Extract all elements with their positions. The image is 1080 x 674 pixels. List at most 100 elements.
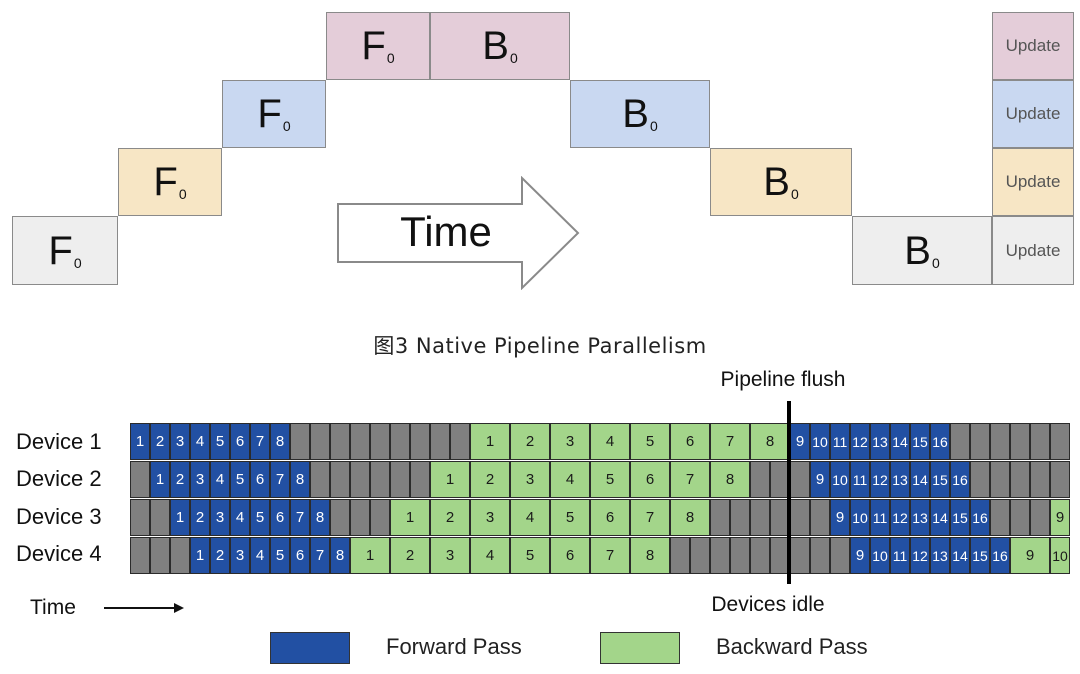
devices-idle-label: Devices idle <box>711 593 825 616</box>
backward-cell: 8 <box>710 461 750 498</box>
backward-cell: 3 <box>510 461 550 498</box>
micro-batch-index: 0 <box>73 254 82 271</box>
forward-cell: 5 <box>250 499 270 536</box>
micro-batch-number: 3 <box>215 509 225 526</box>
forward-cell: 5 <box>270 537 290 574</box>
forward-cell: 11 <box>890 537 910 574</box>
forward-cell: 8 <box>310 499 330 536</box>
idle-cell <box>710 499 730 536</box>
micro-batch-number: 8 <box>295 471 305 488</box>
forward-cell: 10 <box>870 537 890 574</box>
backward-cell: 7 <box>670 461 710 498</box>
idle-cell <box>950 423 970 460</box>
backward-cell: 5 <box>550 499 590 536</box>
backward-cell: 1 <box>470 423 510 460</box>
forward-cell: 13 <box>910 499 930 536</box>
micro-batch-number: 16 <box>992 547 1008 564</box>
update-block-device-3: Update <box>992 80 1074 148</box>
micro-batch-number: 12 <box>892 509 908 526</box>
micro-batch-number: 2 <box>405 547 415 564</box>
update-label: Update <box>1005 104 1061 123</box>
micro-batch-number: 2 <box>175 471 185 488</box>
micro-batch-number: 13 <box>912 509 928 526</box>
forward-cell: 2 <box>150 423 170 460</box>
backward-cell: 1 <box>350 537 390 574</box>
micro-batch-number: 14 <box>912 471 928 488</box>
backward-cell: 3 <box>470 499 510 536</box>
forward-cell: 9 <box>790 423 810 460</box>
micro-batch-number: 16 <box>952 471 968 488</box>
micro-batch-number: 5 <box>565 509 575 526</box>
micro-batch-number: 5 <box>275 547 285 564</box>
idle-cell <box>370 461 390 498</box>
time-axis-label: Time <box>30 596 76 619</box>
micro-batch-number: 6 <box>685 433 695 450</box>
forward-cell: 10 <box>810 423 830 460</box>
forward-block-device-1: F0 <box>12 216 118 285</box>
update-block-device-2: Update <box>992 148 1074 216</box>
forward-cell: 5 <box>230 461 250 498</box>
micro-batch-number: 4 <box>195 433 205 450</box>
idle-cell <box>790 461 810 498</box>
forward-cell: 8 <box>330 537 350 574</box>
micro-batch-number: 15 <box>952 509 968 526</box>
idle-cell <box>310 423 330 460</box>
backward-cell: 6 <box>630 461 670 498</box>
micro-batch-number: 5 <box>525 547 535 564</box>
figure-caption: 图3 Native Pipeline Parallelism <box>373 334 707 358</box>
backward-cell: 7 <box>710 423 750 460</box>
micro-batch-number: 5 <box>645 433 655 450</box>
micro-batch-number: 8 <box>275 433 285 450</box>
forward-cell: 16 <box>990 537 1010 574</box>
backward-block-device-2: B0 <box>710 148 852 216</box>
naive-pipeline-diagram: F0 F0 F0 F0 B0 B0 B0 B0 Update Update Up… <box>0 0 1080 300</box>
idle-cell <box>830 537 850 574</box>
forward-cell: 11 <box>870 499 890 536</box>
forward-cell: 6 <box>250 461 270 498</box>
forward-cell: 6 <box>290 537 310 574</box>
backward-letter: B <box>622 92 649 136</box>
pipeline-flush-line <box>787 401 791 584</box>
idle-cell <box>1010 461 1030 498</box>
legend-label-forward: Forward Pass <box>386 634 522 659</box>
forward-cell: 14 <box>930 499 950 536</box>
idle-cell <box>410 423 430 460</box>
backward-cell: 2 <box>390 537 430 574</box>
backward-cell: 4 <box>470 537 510 574</box>
idle-cell <box>290 423 310 460</box>
device-label-3: Device 3 <box>16 504 102 529</box>
time-axis-arrow-icon <box>104 603 184 613</box>
forward-cell: 9 <box>810 461 830 498</box>
forward-cell: 15 <box>950 499 970 536</box>
forward-cell: 3 <box>230 537 250 574</box>
idle-cell <box>390 423 410 460</box>
micro-batch-number: 10 <box>1052 547 1068 564</box>
forward-cell: 10 <box>850 499 870 536</box>
forward-cell: 12 <box>870 461 890 498</box>
micro-batch-number: 7 <box>725 433 735 450</box>
backward-block-device-3: B0 <box>570 80 710 148</box>
micro-batch-number: 12 <box>852 433 868 450</box>
micro-batch-number: 2 <box>215 547 225 564</box>
idle-cell <box>1030 461 1050 498</box>
idle-cell <box>750 537 770 574</box>
idle-cell <box>810 537 830 574</box>
micro-batch-number: 2 <box>485 471 495 488</box>
idle-cell <box>1050 423 1070 460</box>
micro-batch-number: 4 <box>255 547 265 564</box>
backward-letter: B <box>904 228 931 273</box>
idle-cell <box>450 423 470 460</box>
micro-batch-number: 13 <box>932 547 948 564</box>
micro-batch-number: 7 <box>255 433 265 450</box>
micro-batch-number: 16 <box>932 433 948 450</box>
micro-batch-index: 0 <box>931 254 940 271</box>
backward-cell: 7 <box>590 537 630 574</box>
idle-cell <box>670 537 690 574</box>
micro-batch-number: 6 <box>645 471 655 488</box>
pipeline-flush-label: Pipeline flush <box>720 368 846 391</box>
micro-batch-number: 7 <box>275 471 285 488</box>
micro-batch-number: 9 <box>1025 547 1035 564</box>
forward-block-device-4: F0 <box>326 12 430 80</box>
backward-block-device-4: B0 <box>430 12 570 80</box>
